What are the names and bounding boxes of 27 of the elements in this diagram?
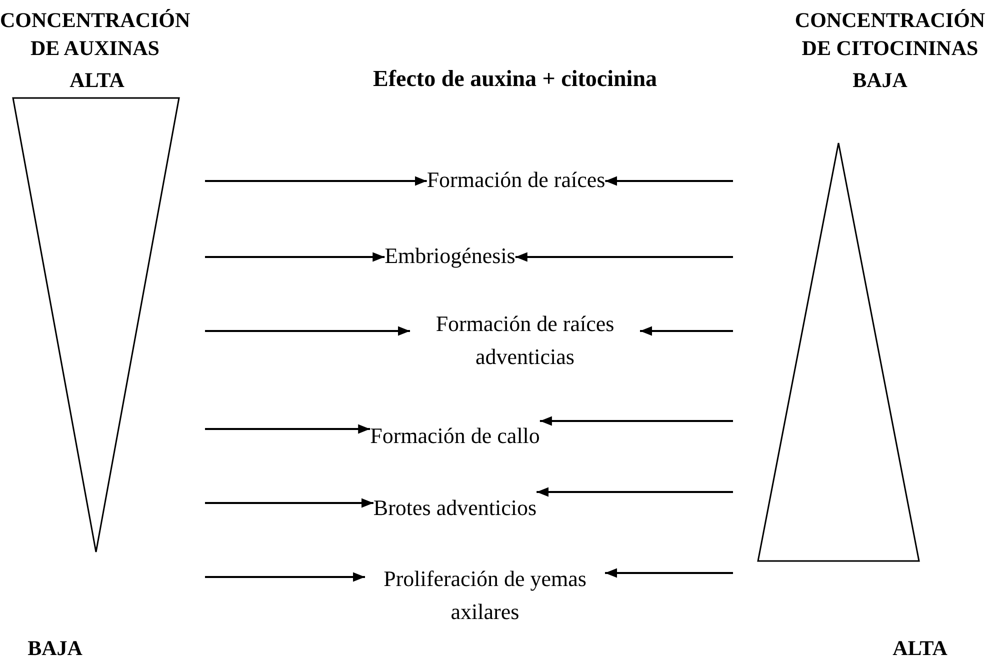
arrow (205, 572, 365, 582)
axis-label: BAJA (852, 67, 908, 94)
arrow (205, 252, 385, 262)
arrow (205, 176, 427, 186)
arrow (605, 568, 733, 578)
effect-text: Embriogénesis (384, 242, 516, 270)
axis-label: CONCENTRACIÓN DE AUXINAS (0, 7, 190, 62)
arrow (536, 487, 733, 497)
axis-label: BAJA (26, 635, 84, 662)
arrow (205, 498, 374, 508)
effect-text: Proliferación de yemas axilares (382, 565, 588, 626)
triangle-shape (12, 97, 180, 553)
arrow (515, 252, 733, 262)
effect-text: Formación de raíces (426, 166, 606, 194)
arrow (605, 176, 733, 186)
arrow (540, 416, 733, 426)
arrow (205, 326, 410, 336)
axis-label: CONCENTRACIÓN DE CITOCININAS (794, 7, 986, 62)
effect-text: Brotes adventicios (373, 494, 537, 522)
arrow (205, 424, 370, 434)
effect-text: Formación de callo (370, 422, 540, 450)
effect-text: Formación de raíces adventicias (434, 310, 616, 371)
arrow (640, 326, 733, 336)
axis-label: ALTA (892, 635, 948, 662)
axis-label: ALTA (68, 67, 126, 94)
diagram-title: Efecto de auxina + citocinina (372, 66, 658, 92)
triangle-shape (757, 142, 920, 562)
